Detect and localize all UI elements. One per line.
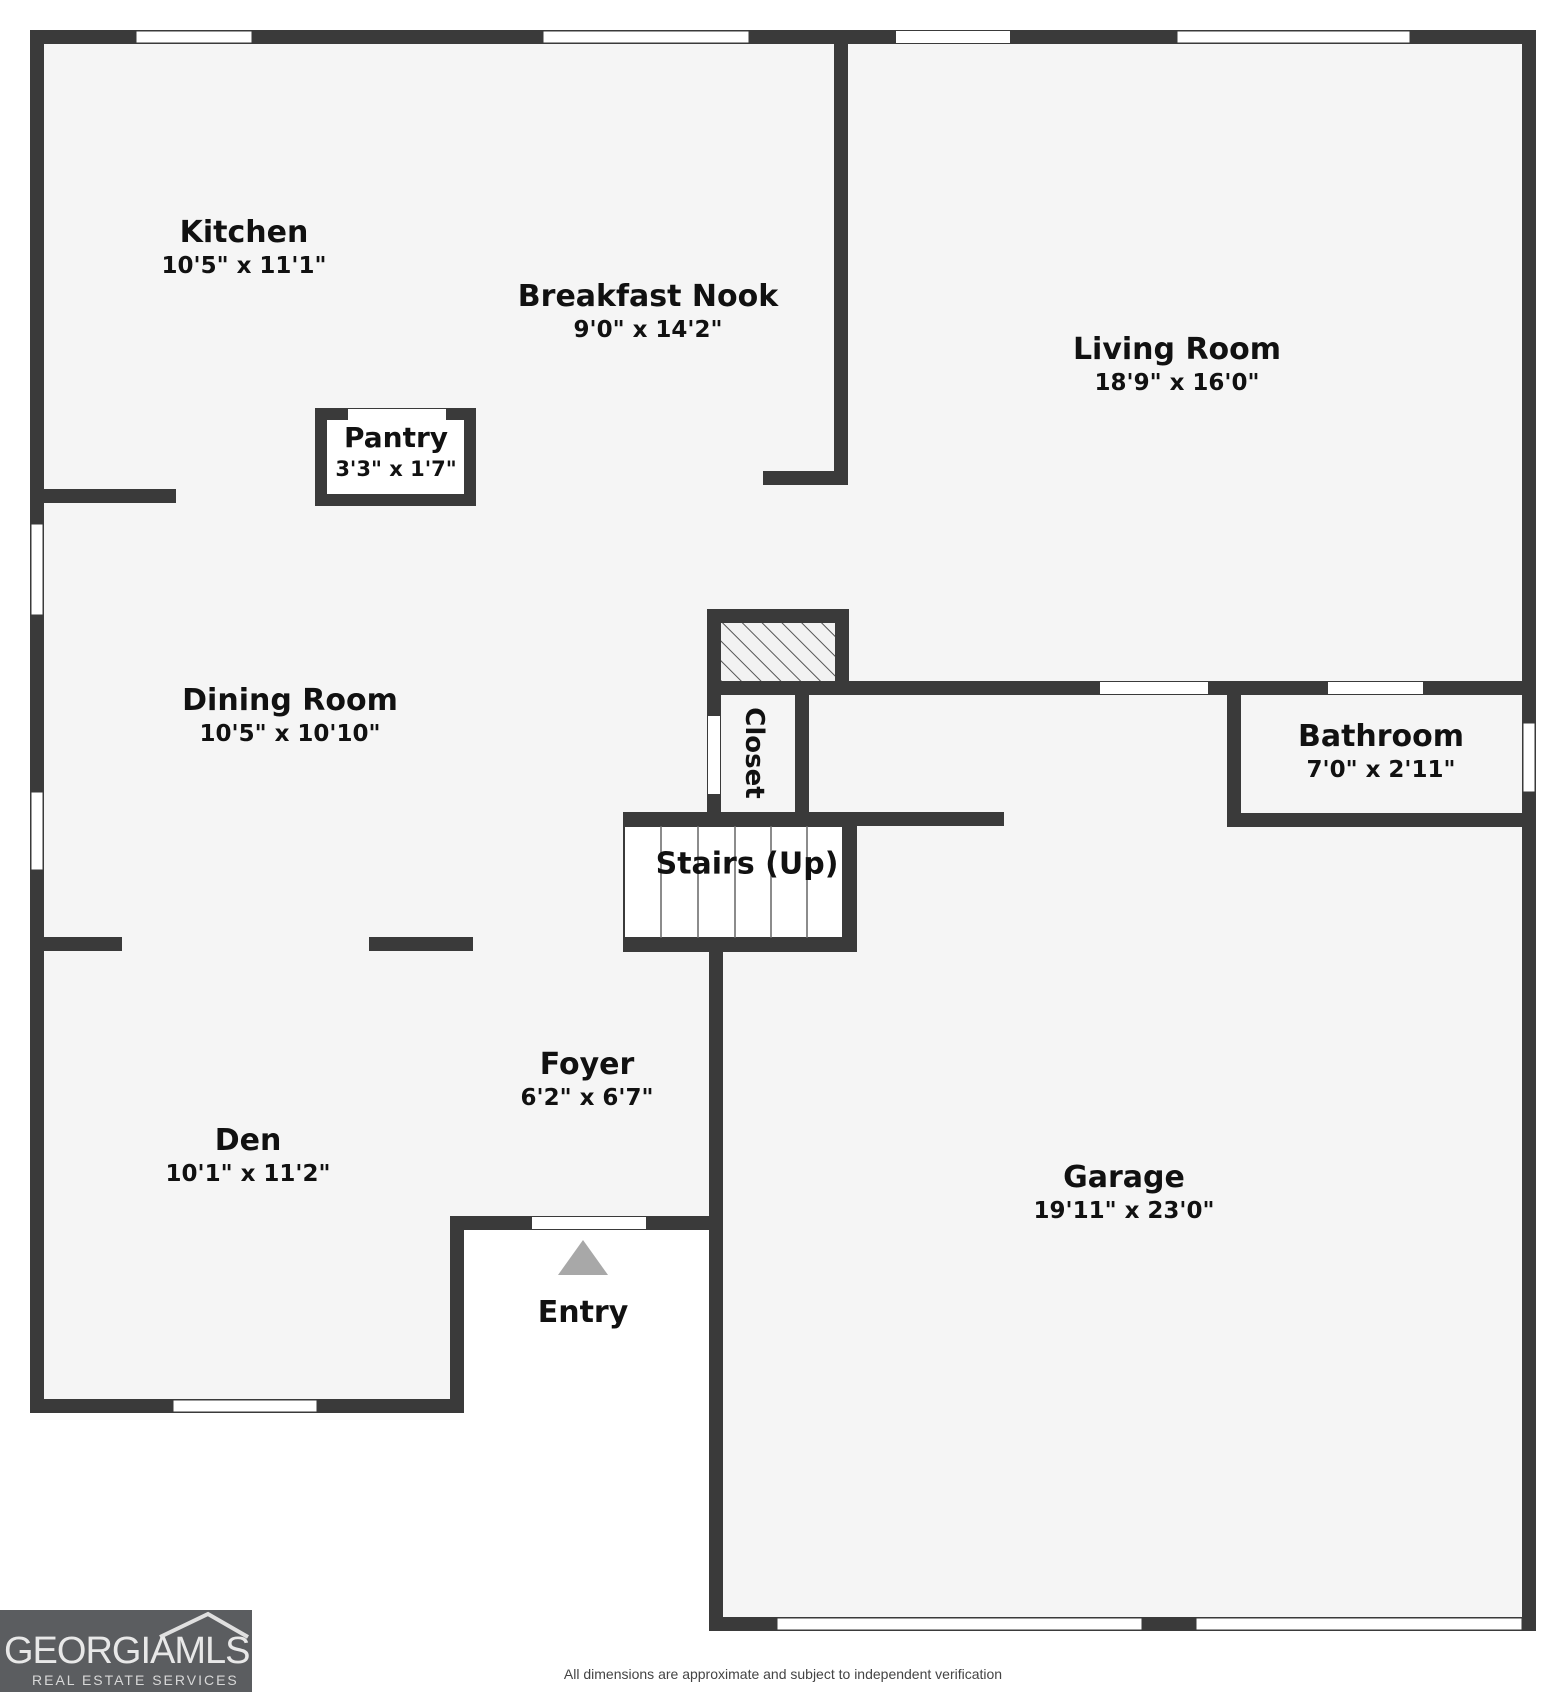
room-label-garage: Garage 19'11" x 23'0" (1034, 1160, 1215, 1226)
pantry-walls (315, 408, 476, 506)
georgia-mls-logo: GEORGIAMLS REAL ESTATE SERVICES (0, 1610, 252, 1692)
pantry-door (348, 409, 446, 421)
room-label-living-room: Living Room 18'9" x 16'0" (1073, 332, 1281, 398)
floor-upper-right (846, 36, 1526, 686)
garage-door-right (1195, 1617, 1523, 1631)
room-dims: 6'2" x 6'7" (520, 1085, 654, 1111)
room-name: Bathroom (1297, 719, 1465, 754)
room-name: Foyer (539, 1047, 635, 1082)
room-label-bathroom: Bathroom 7'0" x 2'11" (1298, 719, 1464, 785)
room-dims: 19'11" x 23'0" (1033, 1198, 1215, 1224)
room-name: Dining Room (182, 683, 398, 718)
room-name: Living Room (1072, 332, 1282, 367)
room-label-kitchen: Kitchen 10'5" x 11'1" (162, 215, 327, 281)
window-dining-2 (30, 791, 44, 871)
room-label-entry: Entry (537, 1295, 629, 1330)
front-door (532, 1217, 646, 1229)
window-kitchen (135, 30, 253, 44)
room-dims: 10'5" x 11'1" (161, 253, 327, 279)
logo-subtext: REAL ESTATE SERVICES (32, 1672, 239, 1688)
room-dims: 18'9" x 16'0" (1094, 370, 1260, 396)
room-label-pantry: Pantry 3'3" x 1'7" (335, 421, 456, 483)
window-living-right (1176, 30, 1411, 44)
room-name: Breakfast Nook (517, 279, 779, 314)
window-nook (542, 30, 750, 44)
room-label-closet: Closet (739, 707, 769, 799)
room-dims: 3'3" x 1'7" (335, 457, 457, 481)
room-label-stairs: Stairs (Up) (655, 846, 839, 882)
room-dims: 7'0" x 2'11" (1306, 757, 1456, 783)
garage-interior-door (1100, 682, 1208, 694)
hatched-chase (707, 609, 849, 695)
closet-door (708, 716, 720, 794)
room-dims: 9'0" x 14'2" (573, 317, 723, 343)
room-label-den: Den 10'1" x 11'2" (166, 1123, 331, 1189)
bathroom-door (1328, 682, 1423, 694)
window-bathroom (1522, 722, 1536, 793)
window-living-left (896, 31, 1010, 43)
stairs (623, 825, 844, 939)
room-dims: 10'5" x 10'10" (199, 721, 381, 747)
roof-icon (159, 1611, 249, 1639)
room-name: Kitchen (179, 215, 309, 250)
openings (30, 30, 1536, 1631)
disclaimer-text: All dimensions are approximate and subje… (563, 1666, 1003, 1682)
logo-text: GEORGIAMLS (4, 1630, 250, 1672)
stairs-outline (623, 825, 844, 939)
room-name: Pantry (343, 421, 449, 454)
room-label-dining-room: Dining Room 10'5" x 10'10" (182, 683, 398, 749)
window-dining-1 (30, 523, 44, 616)
room-label-breakfast-nook: Breakfast Nook 9'0" x 14'2" (518, 279, 778, 345)
window-den (172, 1399, 318, 1413)
entry-arrow-icon (558, 1240, 608, 1275)
room-name: Garage (1063, 1160, 1185, 1195)
garage-door-left (776, 1617, 1143, 1631)
room-dims: 10'1" x 11'2" (165, 1161, 331, 1187)
room-label-foyer: Foyer 6'2" x 6'7" (521, 1047, 654, 1113)
room-name: Den (214, 1123, 282, 1158)
